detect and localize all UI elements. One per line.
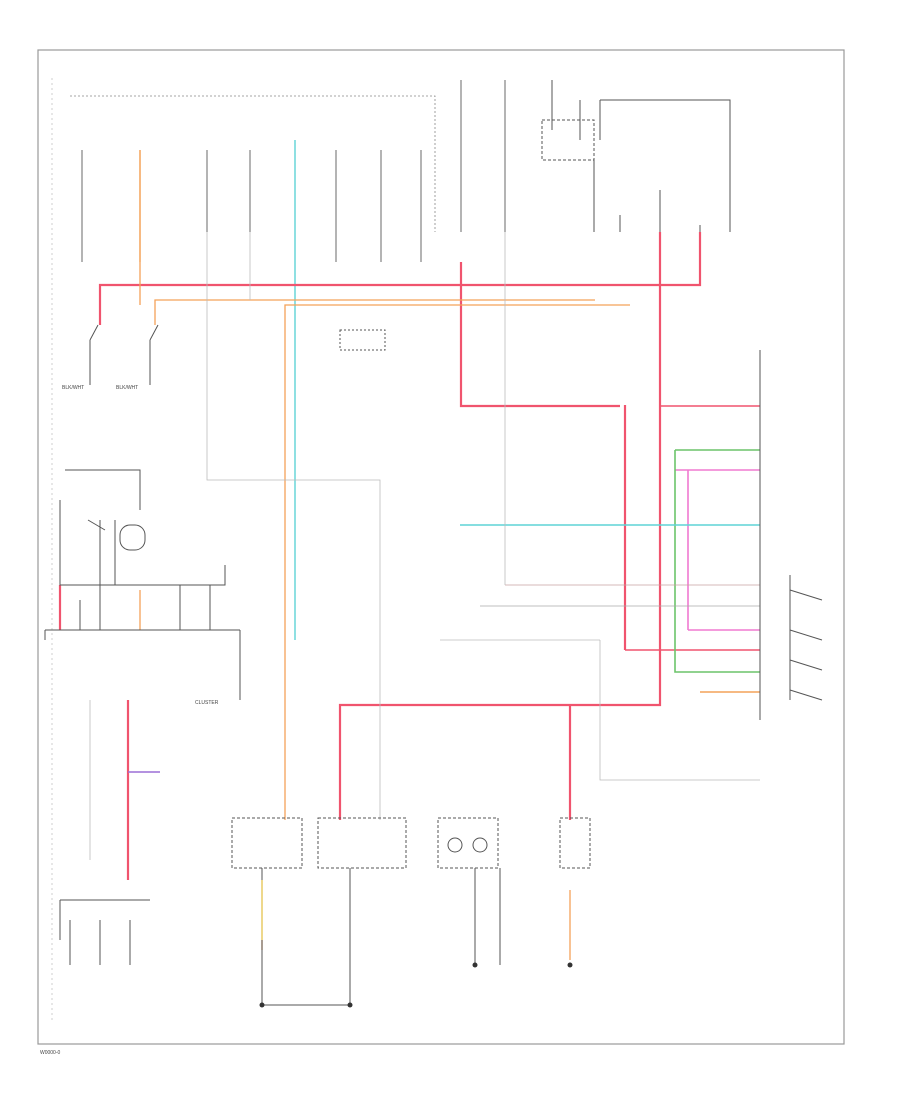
right-connector-wires [460,405,760,693]
top-modules [81,80,506,640]
top-bracket [70,95,436,232]
ground-point-c [472,962,478,968]
footer-code: W0000-0 [40,1050,61,1056]
cluster-label: CLUSTER [195,700,219,706]
ground-point-right [347,1002,353,1008]
bottom-components [59,817,591,1006]
left-switches [44,324,386,700]
right-switch [759,350,823,720]
relay-block [541,80,731,240]
orange-wires [139,262,630,960]
ground-point-left [259,1002,265,1008]
gray-signal-wires [89,232,760,860]
diagram-border [37,49,845,1045]
ground-point-d [567,962,573,968]
btm-left-wire-color-label: BLK/WHT [116,385,138,391]
red-power-bus [58,232,702,880]
left-wire-color-label: BLK/WHT [62,385,84,391]
